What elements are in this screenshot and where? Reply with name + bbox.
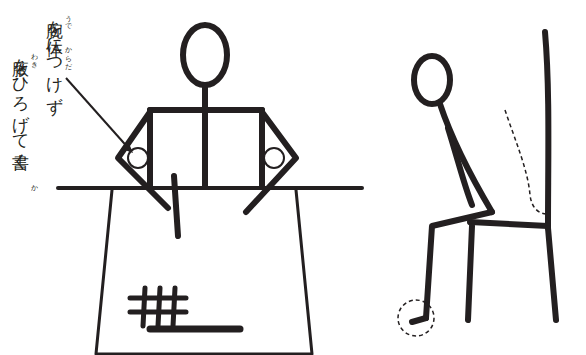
left-arm xyxy=(118,112,168,208)
chair-seat xyxy=(470,222,548,226)
chair-legs xyxy=(468,226,556,320)
leg xyxy=(426,212,492,318)
desk-edge xyxy=(58,186,362,190)
armpit-marker xyxy=(264,148,284,168)
furigana: からだ xyxy=(64,42,71,66)
foot-highlight xyxy=(398,300,434,336)
pen xyxy=(174,176,178,236)
body-side xyxy=(147,110,153,186)
furigana: わき xyxy=(30,48,37,64)
head xyxy=(183,25,227,85)
paper xyxy=(96,190,312,354)
arm xyxy=(448,128,472,205)
foot xyxy=(412,318,426,322)
callout-text: 腋をひろげて書く xyxy=(12,46,29,160)
posture-guide xyxy=(505,110,548,214)
spine xyxy=(440,104,492,212)
head xyxy=(414,56,450,104)
leader-arrowhead xyxy=(122,141,133,153)
chair-back xyxy=(545,32,548,228)
furigana: か xyxy=(30,180,37,188)
kanji-sample xyxy=(130,288,186,326)
leader-line xyxy=(66,78,131,151)
shoulders xyxy=(150,107,262,113)
callout-text: 腕を体につけず xyxy=(46,8,63,103)
body-side xyxy=(259,110,265,186)
furigana: うで xyxy=(64,10,71,26)
torso xyxy=(202,86,208,186)
stroke-sample xyxy=(150,326,240,333)
right-arm xyxy=(246,112,296,212)
